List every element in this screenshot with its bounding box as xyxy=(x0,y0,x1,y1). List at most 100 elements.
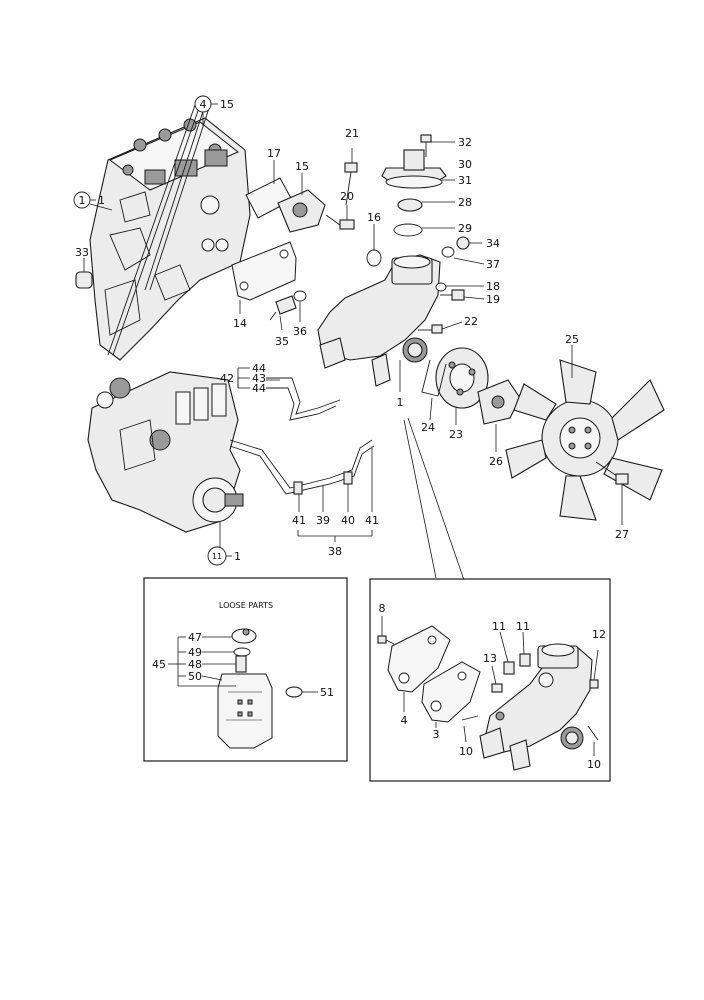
spacer-26 xyxy=(477,379,521,452)
callout-26: 26 xyxy=(489,455,503,468)
callout-45: 45 xyxy=(152,658,166,671)
gasket-4 xyxy=(387,625,451,712)
callout-29: 29 xyxy=(458,222,472,235)
gasket-14 xyxy=(231,241,297,314)
plugs-11 xyxy=(499,631,531,675)
pump-body-detail xyxy=(479,643,593,771)
callout-bracket-42 xyxy=(237,367,250,389)
callout-15: 15 xyxy=(295,160,309,173)
washer-37 xyxy=(441,246,485,265)
cover-15 xyxy=(277,173,326,233)
clip-51 xyxy=(285,686,318,698)
detail-box xyxy=(369,578,611,782)
callout-1-1: 1 1 xyxy=(73,191,105,209)
callout-35: 35 xyxy=(275,335,289,348)
callout-d11a: 11 xyxy=(492,620,506,633)
callout-d3: 3 xyxy=(433,728,440,741)
bolt-8 xyxy=(377,616,395,645)
callout-22: 22 xyxy=(464,315,478,328)
callout-d4: 4 xyxy=(401,714,408,727)
callout-d12: 12 xyxy=(592,628,606,641)
svg-text:1: 1 xyxy=(79,194,86,207)
callout-44b: 44 xyxy=(252,382,266,395)
svg-text:11: 11 xyxy=(212,552,222,561)
callout-17: 17 xyxy=(267,147,281,160)
o-ring-16 xyxy=(366,224,382,267)
callout-11-1: 11 1 xyxy=(207,546,241,566)
washer-36 xyxy=(293,290,307,322)
plug-13 xyxy=(491,665,503,693)
callout-d13: 13 xyxy=(483,652,497,665)
callout-30: 30 xyxy=(458,158,472,171)
callout-32: 32 xyxy=(458,136,472,149)
svg-text:4: 4 xyxy=(200,98,207,111)
o-ring-29 xyxy=(393,223,455,237)
gauge-48 xyxy=(202,655,247,673)
loose-parts-box xyxy=(143,577,348,762)
callout-d10b: 10 xyxy=(587,758,601,771)
water-pump-body-1 xyxy=(317,254,441,392)
pin-10a xyxy=(461,715,479,743)
callout-44a: 44 xyxy=(252,362,266,375)
leader-1-1 xyxy=(89,203,113,211)
thermostat-28 xyxy=(397,198,455,212)
callout-37: 37 xyxy=(486,258,500,271)
callout-42: 42 xyxy=(220,372,234,385)
callout-40: 40 xyxy=(341,514,355,527)
callout-19: 19 xyxy=(486,293,500,306)
tank-50 xyxy=(201,673,273,749)
belt-24 xyxy=(421,359,447,421)
svg-text:1: 1 xyxy=(234,550,241,563)
callout-36: 36 xyxy=(293,325,307,338)
pipe-assembly-38 xyxy=(229,439,375,542)
callout-16: 16 xyxy=(367,211,381,224)
callout-41b: 41 xyxy=(365,514,379,527)
callout-39: 39 xyxy=(316,514,330,527)
hose-43 xyxy=(266,377,341,421)
callout-34: 34 xyxy=(486,237,500,250)
pulley-23 xyxy=(435,347,489,425)
bolt-20 xyxy=(325,205,355,230)
callout-18: 18 xyxy=(486,280,500,293)
bolt-22 xyxy=(418,321,463,334)
bolt-27 xyxy=(595,461,629,525)
loose-parts-title: LOOSE PARTS xyxy=(219,601,273,610)
pin-10b xyxy=(587,725,599,756)
bolt-34 xyxy=(456,236,482,250)
callout-31: 31 xyxy=(458,174,472,187)
bolt-19 xyxy=(440,289,485,301)
fuel-injection-pump xyxy=(87,371,244,548)
callout-47: 47 xyxy=(188,631,202,644)
callout-23: 23 xyxy=(449,428,463,441)
gasket-3 xyxy=(421,661,481,728)
callout-d11b: 11 xyxy=(516,620,530,633)
washer-18 xyxy=(435,282,484,292)
callout-24: 24 xyxy=(421,421,435,434)
callout-25: 25 xyxy=(565,333,579,346)
callout-21: 21 xyxy=(345,127,359,140)
gasket-31 xyxy=(385,175,455,189)
bolt-32 xyxy=(420,134,455,157)
svg-text:15: 15 xyxy=(220,98,234,111)
callout-51: 51 xyxy=(320,686,334,699)
detail-guide-lines xyxy=(403,417,465,581)
bolt-12 xyxy=(589,649,599,689)
callout-d10a: 10 xyxy=(459,745,473,758)
sender-35 xyxy=(269,295,297,331)
callout-38: 38 xyxy=(328,545,342,558)
callout-d8: 8 xyxy=(379,602,386,615)
plug-33 xyxy=(75,258,93,289)
cap-47 xyxy=(202,628,257,644)
callout-4-15: 4 15 xyxy=(194,95,234,113)
callout-48: 48 xyxy=(188,658,202,671)
callout-50: 50 xyxy=(188,670,202,683)
callout-49: 49 xyxy=(188,646,202,659)
callout-43: 43 xyxy=(252,372,266,385)
fan-25 xyxy=(505,345,665,521)
callout-1: 1 xyxy=(397,396,404,409)
callout-27: 27 xyxy=(615,528,629,541)
bolt-21 xyxy=(344,148,358,206)
bracket-45 xyxy=(168,636,236,687)
ring-49 xyxy=(202,647,251,657)
